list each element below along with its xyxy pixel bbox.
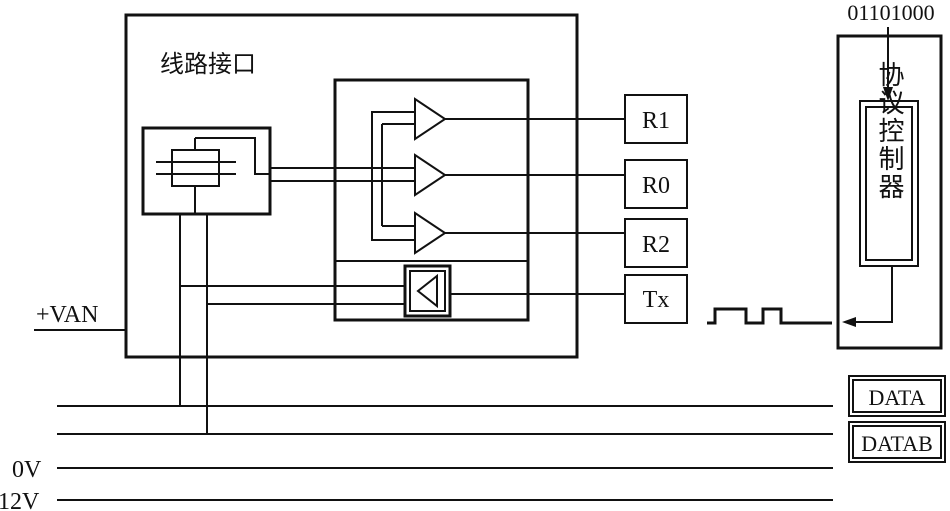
supply-label: +VAN — [36, 302, 98, 328]
bus-label-12v: 12V — [0, 489, 40, 511]
r1-label: R1 — [642, 108, 670, 134]
r1-box — [624, 94, 688, 144]
datab-label: DATAB — [861, 431, 933, 456]
binary-input-label: 01101000 — [847, 0, 934, 25]
comparator-r2 — [414, 211, 447, 255]
comparator-r1 — [414, 97, 447, 141]
line-interface-box — [124, 13, 579, 359]
tx-waveform — [707, 307, 832, 325]
r2-box — [624, 218, 688, 268]
r0-box — [624, 159, 688, 209]
transmitter-driver — [403, 264, 452, 318]
r0-label: R0 — [642, 173, 670, 199]
protocol-controller-outer — [836, 34, 943, 350]
datab-box — [848, 421, 946, 463]
tx-label: Tx — [643, 287, 670, 313]
comparator-r0 — [414, 153, 447, 197]
protocol-controller-inner — [859, 100, 919, 267]
data-label: DATA — [869, 385, 926, 410]
interface-title: 线路接口 — [160, 50, 256, 78]
controller-label: 协议控制器 — [874, 61, 904, 201]
filter-block — [141, 126, 272, 216]
controller-output-arrow — [842, 317, 856, 327]
data-box — [848, 375, 946, 417]
binary-input-arrow — [883, 87, 893, 101]
transceiver-block — [333, 78, 530, 322]
driver-triangle — [416, 273, 438, 309]
r2-label: R2 — [642, 232, 670, 258]
tx-box — [624, 274, 688, 324]
filter-element — [156, 137, 270, 214]
bus-label-0v: 0V — [12, 457, 42, 483]
